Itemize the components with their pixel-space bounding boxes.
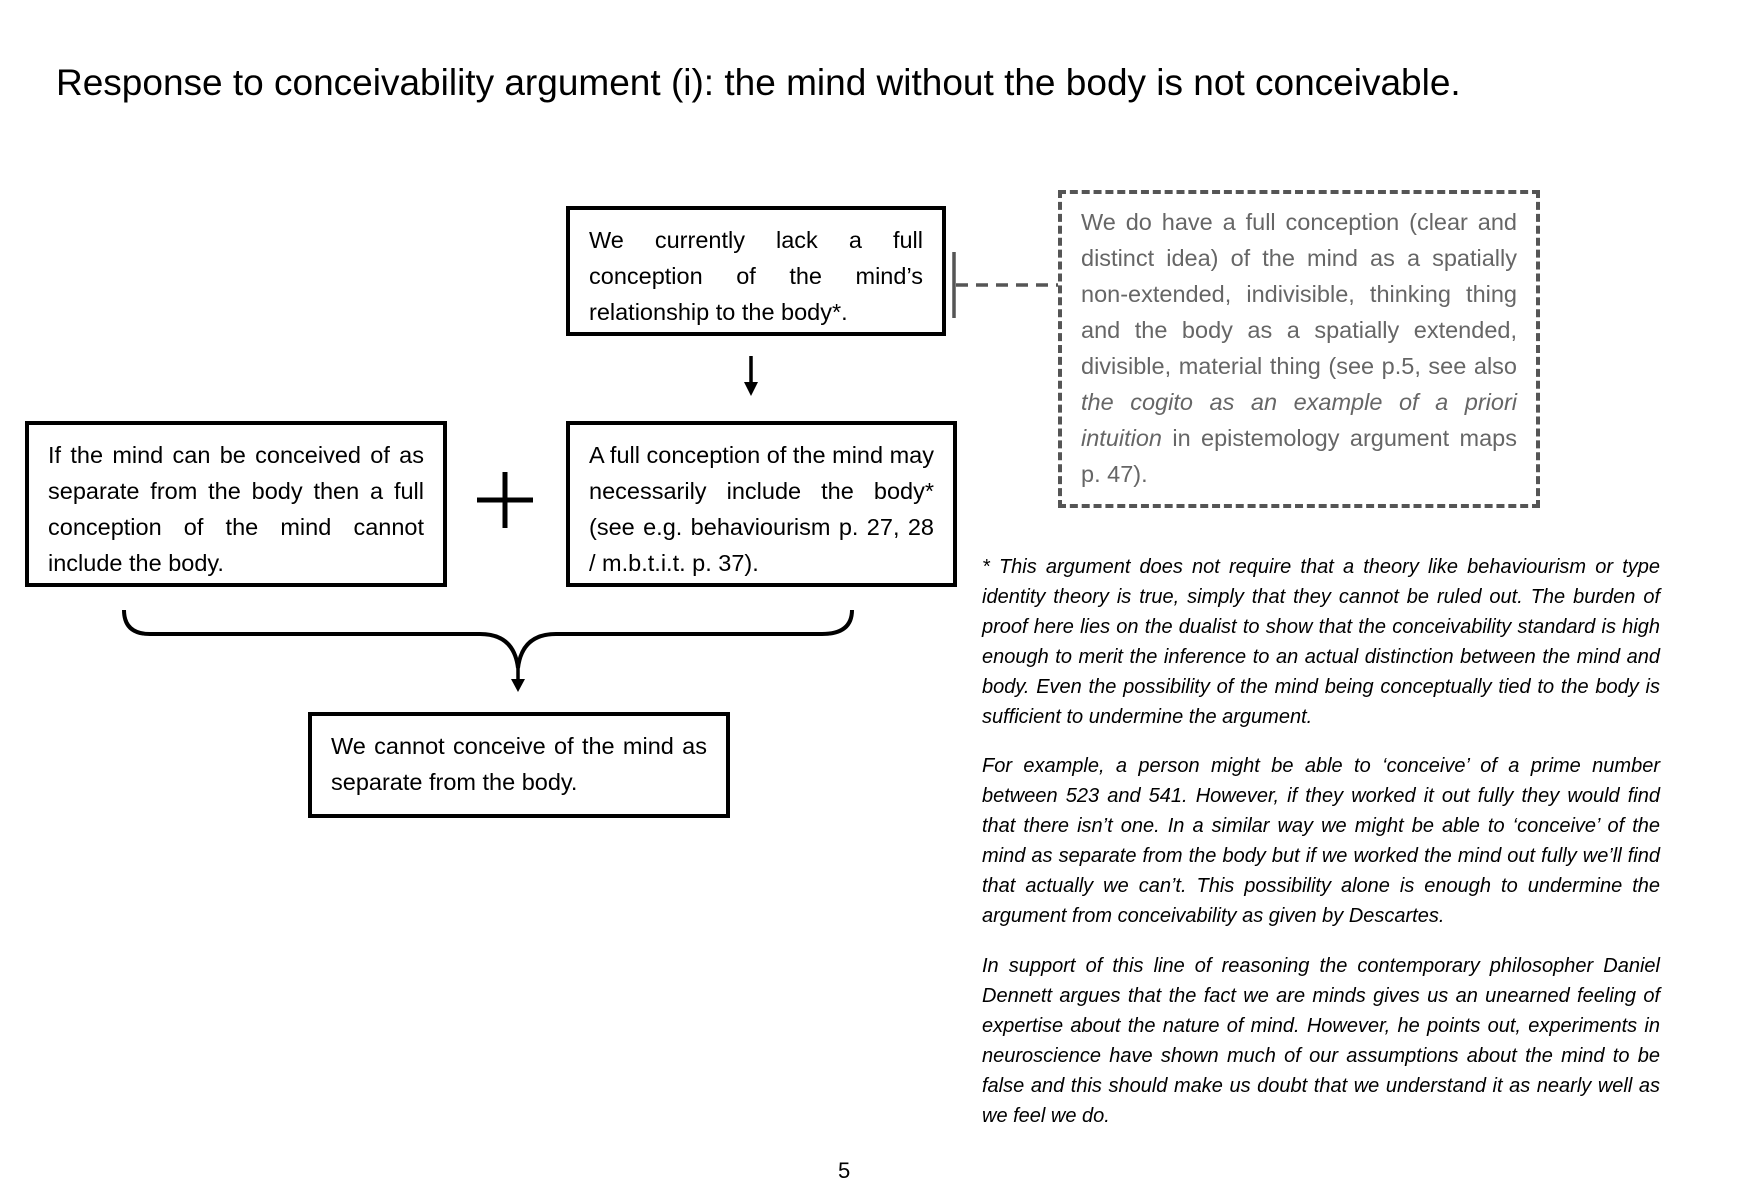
conclusion-text: We cannot conceive of the mind as separa… [331,733,707,795]
brace-join [122,609,854,692]
arrow-down-top-to-middle [744,356,758,396]
premise-middle-text: A full conception of the mind may necess… [589,442,934,576]
premise-top-box: We currently lack a full conception of t… [566,206,946,336]
objection-text-a: We do have a full conception (clear and … [1081,209,1517,379]
dennett-paragraph: In support of this line of reasoning the… [982,955,1660,1127]
premise-left-text: If the mind can be conceived of as separ… [48,442,424,576]
premise-middle-box: A full conception of the mind may necess… [566,421,957,587]
objection-text-italic: the cogito as an example of a priori int… [1081,389,1517,451]
plus-icon [477,472,533,528]
example-paragraph: For example, a person might be able to ‘… [982,755,1660,927]
footnote-paragraph: * This argument does not require that a … [982,556,1660,728]
objection-box: We do have a full conception (clear and … [1058,190,1540,508]
objection-text-c: in epistemology argument maps p. 47). [1081,425,1517,487]
conclusion-box: We cannot conceive of the mind as separa… [308,712,730,818]
page-title: Response to conceivability argument (i):… [56,62,1461,103]
objection-connector [952,252,1058,318]
premise-left-box: If the mind can be conceived of as separ… [25,421,447,587]
page-number: 5 [838,1158,851,1183]
premise-top-text: We currently lack a full conception of t… [589,227,923,325]
